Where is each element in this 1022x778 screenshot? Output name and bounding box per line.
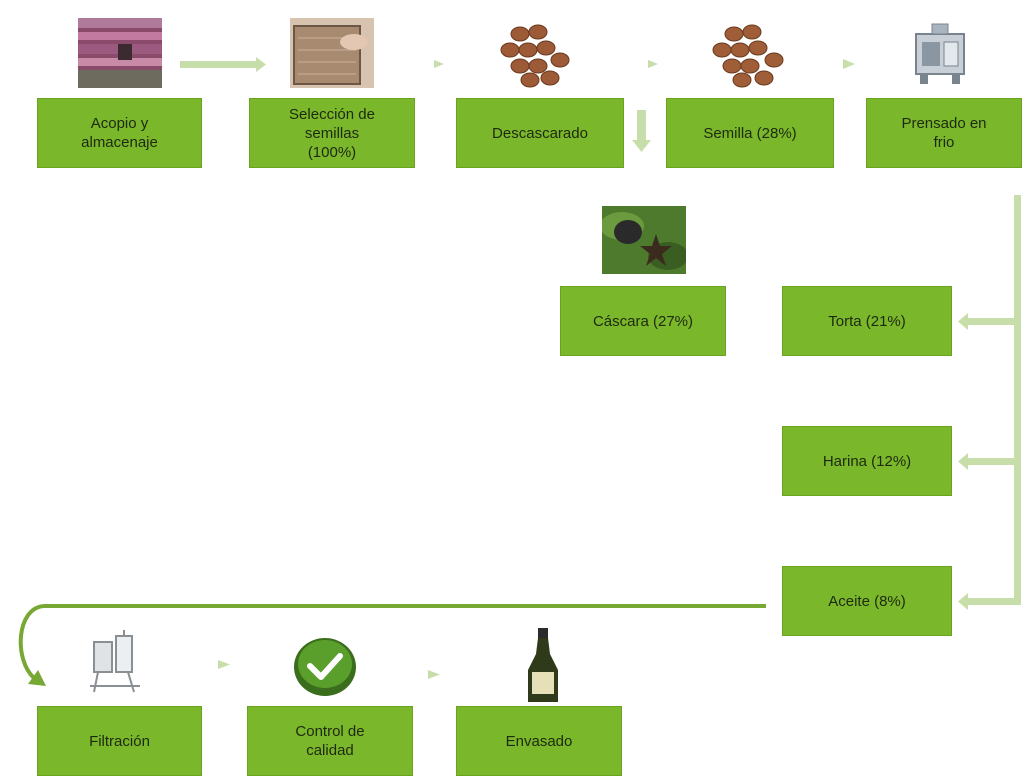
step-acopio: Acopio y almacenaje (37, 98, 202, 168)
right-branch-line (1014, 195, 1021, 605)
step-semilla: Semilla (28%) (666, 98, 834, 168)
step-envasado: Envasado (456, 706, 622, 776)
seed-sorting-photo-icon (290, 18, 374, 88)
shell-photo-icon (600, 206, 688, 274)
step-cascara: Cáscara (27%) (560, 286, 726, 356)
warehouse-photo-icon (78, 18, 162, 88)
arrow-seleccion-descascarado (434, 60, 444, 68)
step-torta: Torta (21%) (782, 286, 952, 356)
seeds-photo-icon (708, 20, 786, 90)
arrow-semilla-prensado (843, 59, 855, 69)
checkmark-badge-icon (292, 636, 358, 698)
branch-harina (968, 458, 1018, 465)
step-harina: Harina (12%) (782, 426, 952, 496)
arrow-descascarado-semilla (648, 60, 658, 68)
branch-aceite (968, 598, 1018, 605)
seeds-photo-icon (498, 20, 570, 90)
step-seleccion: Selección de semillas (100%) (249, 98, 415, 168)
step-descascarado: Descascarado (456, 98, 624, 168)
arrow-control-envasado (428, 670, 440, 679)
arrow-filtracion-control (218, 660, 230, 669)
arrow-acopio-seleccion (180, 61, 258, 68)
arrow-down-cascara (637, 110, 646, 140)
cold-press-machine-icon (908, 20, 972, 88)
step-filtracion: Filtración (37, 706, 202, 776)
oil-bottle-icon (524, 626, 562, 706)
step-prensado: Prensado en frio (866, 98, 1022, 168)
branch-torta (968, 318, 1018, 325)
step-aceite: Aceite (8%) (782, 566, 952, 636)
step-control: Control de calidad (247, 706, 413, 776)
arrow-aceite-filtracion (18, 604, 766, 680)
filter-machine-icon (84, 626, 148, 696)
